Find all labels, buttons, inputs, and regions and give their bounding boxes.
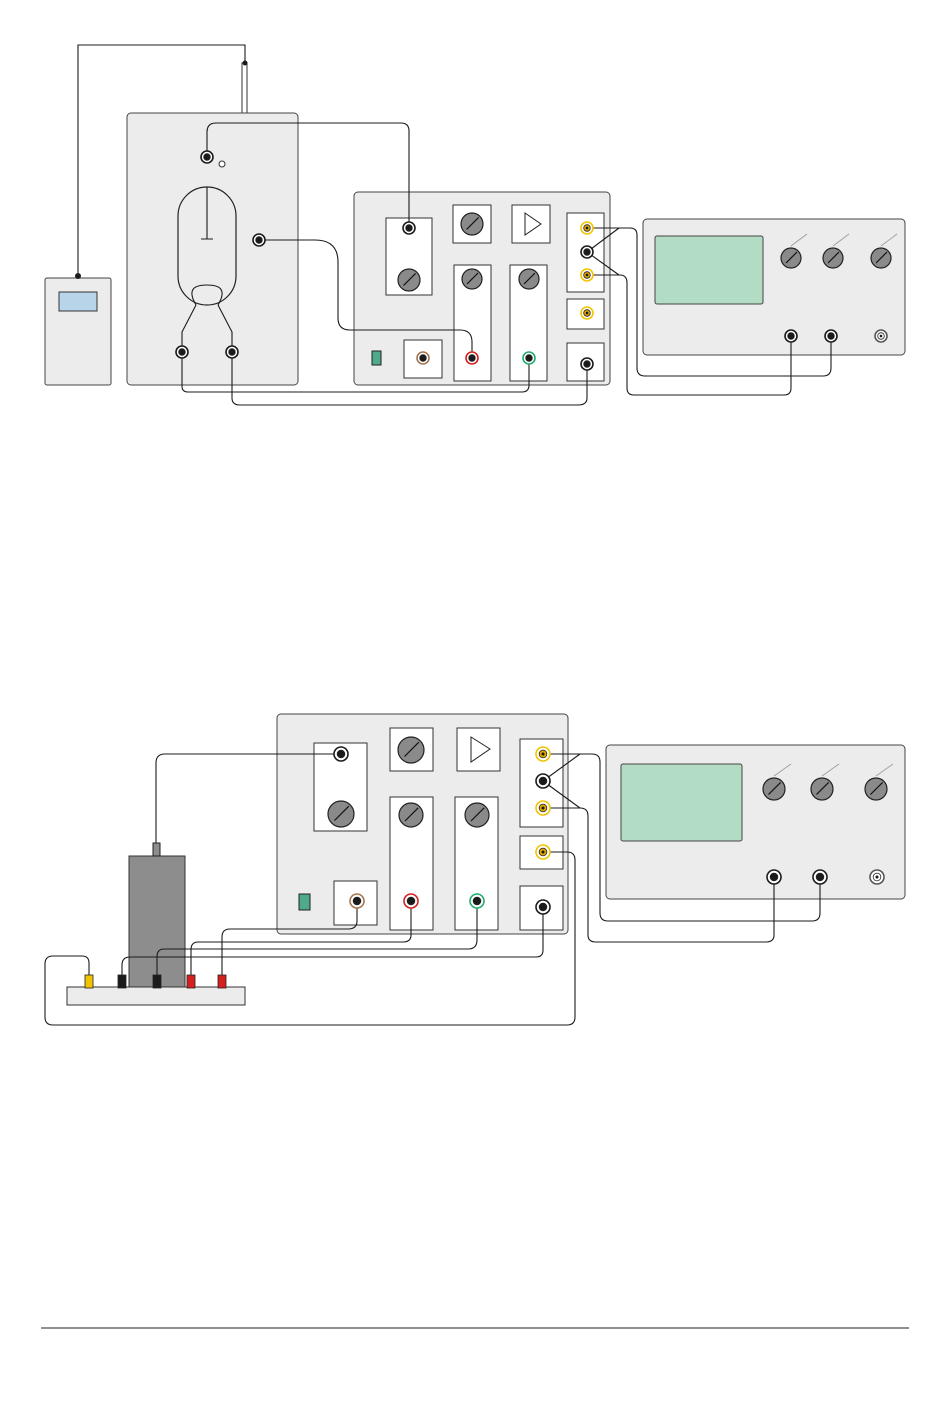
socket-icon [403, 222, 415, 234]
plugs [85, 975, 226, 988]
oscilloscope-2 [606, 745, 905, 899]
socket-icon [581, 269, 593, 281]
plug-icon [153, 975, 161, 988]
socket-icon [466, 352, 478, 364]
socket-icon [785, 330, 797, 342]
socket-icon [813, 870, 827, 884]
plug-icon [218, 975, 226, 988]
connector-strip [67, 987, 245, 1005]
socket-icon [536, 774, 550, 788]
screen-icon [655, 236, 763, 304]
rotary-knob-icon [465, 803, 489, 827]
socket-icon [536, 900, 550, 914]
socket-icon [875, 330, 887, 342]
led-indicator [372, 351, 381, 365]
rotary-knob-icon [461, 213, 483, 235]
plug-icon [187, 975, 195, 988]
socket-icon [581, 358, 593, 370]
rotary-knob-icon [398, 737, 424, 763]
led-indicator-2 [299, 894, 310, 910]
plug-icon [118, 975, 126, 988]
socket-icon [581, 222, 593, 234]
socket-icon [523, 352, 535, 364]
oscilloscope-1 [643, 219, 905, 355]
socket-icon [536, 801, 550, 815]
socket-icon [536, 845, 550, 859]
rotary-knob-icon [462, 269, 482, 289]
rotary-knob-icon [328, 801, 354, 827]
socket-icon [536, 747, 550, 761]
socket-icon [825, 330, 837, 342]
socket-icon [201, 151, 213, 163]
socket-icon [350, 894, 364, 908]
rotary-knob-icon [519, 269, 539, 289]
socket-icon [581, 246, 593, 258]
rotary-knob-icon [399, 803, 423, 827]
socket-icon [404, 894, 418, 908]
multimeter-display [59, 292, 97, 311]
rotary-knob-icon [398, 269, 420, 291]
socket-icon [581, 307, 593, 319]
socket-icon [767, 870, 781, 884]
socket-icon [176, 346, 188, 358]
multimeter [45, 273, 111, 385]
socket-icon [470, 894, 484, 908]
socket-icon [870, 870, 884, 884]
plug-icon [85, 975, 93, 988]
probe-rod [242, 61, 248, 116]
socket-icon [334, 747, 348, 761]
socket-icon [226, 346, 238, 358]
socket-icon [417, 352, 429, 364]
socket-icon [253, 234, 265, 246]
